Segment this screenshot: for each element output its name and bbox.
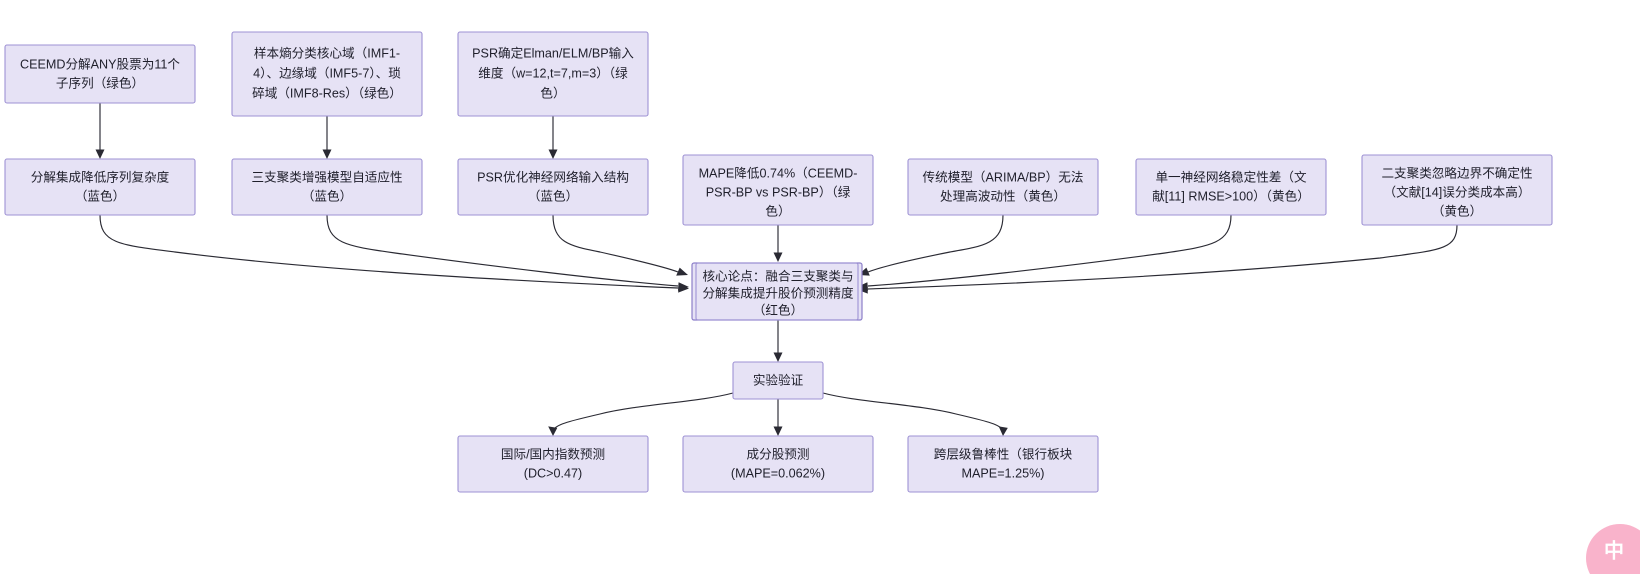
node-reduce-complexity[interactable]: 分解集成降低序列复杂度 （蓝色） [4, 158, 196, 216]
node-two-way-clustering-limit[interactable]: 二支聚类忽略边界不确定性 （文献[14]误分类成本高） （黄色） [1361, 154, 1553, 226]
node-traditional-model-limit[interactable]: 传统模型（ARIMA/BP）无法 处理高波动性（黄色） [907, 158, 1099, 216]
watermark-label: 中 [1604, 538, 1624, 562]
edge-n1-n4 [95, 103, 105, 159]
edges-layer [95, 103, 1458, 436]
node-line: 色） [540, 85, 565, 100]
node-line: 跨层级鲁棒性（银行板块 [934, 447, 1073, 461]
node-line: 分解集成提升股价预测精度 [702, 285, 854, 300]
node-line: PSR确定Elman/ELM/BP输入 [472, 45, 634, 60]
node-line: （蓝色） [75, 188, 125, 203]
node-line: 二支聚类忽略边界不确定性 [1381, 165, 1532, 180]
edge-n11-n12 [548, 392, 734, 436]
node-line: 国际/国内指数预测 [501, 447, 605, 461]
node-line: 核心论点：融合三支聚类与 [702, 269, 853, 283]
node-mape-reduction[interactable]: MAPE降低0.74%（CEEMD- PSR-BP vs PSR-BP）（绿 色… [682, 154, 874, 226]
edge-n8-core [858, 214, 1004, 276]
edge-n5-core [326, 214, 689, 291]
node-line: 色） [765, 203, 790, 218]
edge-n11-n13 [773, 399, 783, 436]
node-line: (MAPE=0.062%) [731, 466, 825, 480]
node-line: 维度（w=12,t=7,m=3）（绿 [478, 65, 628, 80]
node-line: 样本熵分类核心域（IMF1- [254, 45, 400, 60]
node-line: 子序列（绿色） [56, 75, 144, 90]
node-line: 三支聚类增强模型自适应性 [251, 169, 402, 184]
node-line: MAPE=1.25%) [962, 466, 1045, 480]
watermark: 中 [1586, 524, 1640, 579]
node-single-nn-instability[interactable]: 单一神经网络稳定性差（文 献[11] RMSE>100）（黄色） [1135, 158, 1327, 216]
edge-n11-n14 [822, 392, 1008, 436]
node-line: 单一神经网络稳定性差（文 [1155, 169, 1307, 184]
edge-n3-n6 [548, 116, 558, 159]
node-line: 4）、边缘域（IMF5-7）、琐 [253, 65, 401, 80]
node-ceemd-decompose[interactable]: CEEMD分解ANY股票为11个 子序列（绿色） [4, 44, 196, 104]
edge-n9-core [857, 214, 1232, 291]
node-line: （蓝色） [528, 188, 578, 203]
node-line: （文献[14]误分类成本高） [1384, 184, 1531, 199]
edge-n4-core [99, 214, 689, 293]
edge-n7-core [773, 225, 783, 262]
edge-core-n11 [773, 320, 783, 362]
node-line: （红色） [753, 302, 803, 317]
edge-n2-n5 [322, 116, 332, 159]
node-line: 实验验证 [753, 372, 804, 387]
node-line: 献[11] RMSE>100）（黄色） [1152, 188, 1310, 203]
node-line: （黄色） [1432, 203, 1482, 218]
node-line: （蓝色） [302, 188, 352, 203]
edge-n6-core [552, 214, 688, 276]
node-sample-entropy[interactable]: 样本熵分类核心域（IMF1- 4）、边缘域（IMF5-7）、琐 碎域（IMF8-… [231, 31, 423, 117]
node-three-way-clustering[interactable]: 三支聚类增强模型自适应性 （蓝色） [231, 158, 423, 216]
edge-n10-core [857, 224, 1458, 294]
node-line: CEEMD分解ANY股票为11个 [20, 57, 180, 71]
node-line: (DC>0.47) [524, 466, 582, 480]
node-line: PSR-BP vs PSR-BP）（绿 [706, 185, 851, 199]
node-line: PSR优化神经网络输入结构 [477, 169, 629, 184]
node-cross-level-robustness[interactable]: 跨层级鲁棒性（银行板块 MAPE=1.25%) [907, 435, 1099, 493]
node-constituent-stock-forecast[interactable]: 成分股预测 (MAPE=0.062%) [682, 435, 874, 493]
nodes-layer: CEEMD分解ANY股票为11个 子序列（绿色） 样本熵分类核心域（IMF1- … [4, 31, 1553, 493]
node-psr-input-dim[interactable]: PSR确定Elman/ELM/BP输入 维度（w=12,t=7,m=3）（绿 色… [457, 31, 649, 117]
node-experimental-validation[interactable]: 实验验证 [732, 361, 824, 400]
node-line: 碎域（IMF8-Res）（绿色） [252, 85, 402, 100]
node-core-thesis[interactable]: 核心论点：融合三支聚类与 分解集成提升股价预测精度 （红色） [691, 262, 863, 321]
node-psr-optimize-structure[interactable]: PSR优化神经网络输入结构 （蓝色） [457, 158, 649, 216]
node-line: 分解集成降低序列复杂度 [31, 169, 170, 184]
node-index-forecast[interactable]: 国际/国内指数预测 (DC>0.47) [457, 435, 649, 493]
node-line: 传统模型（ARIMA/BP）无法 [923, 170, 1084, 184]
node-line: 成分股预测 [747, 447, 810, 461]
node-line: 处理高波动性（黄色） [940, 188, 1066, 203]
node-line: MAPE降低0.74%（CEEMD- [699, 166, 858, 180]
